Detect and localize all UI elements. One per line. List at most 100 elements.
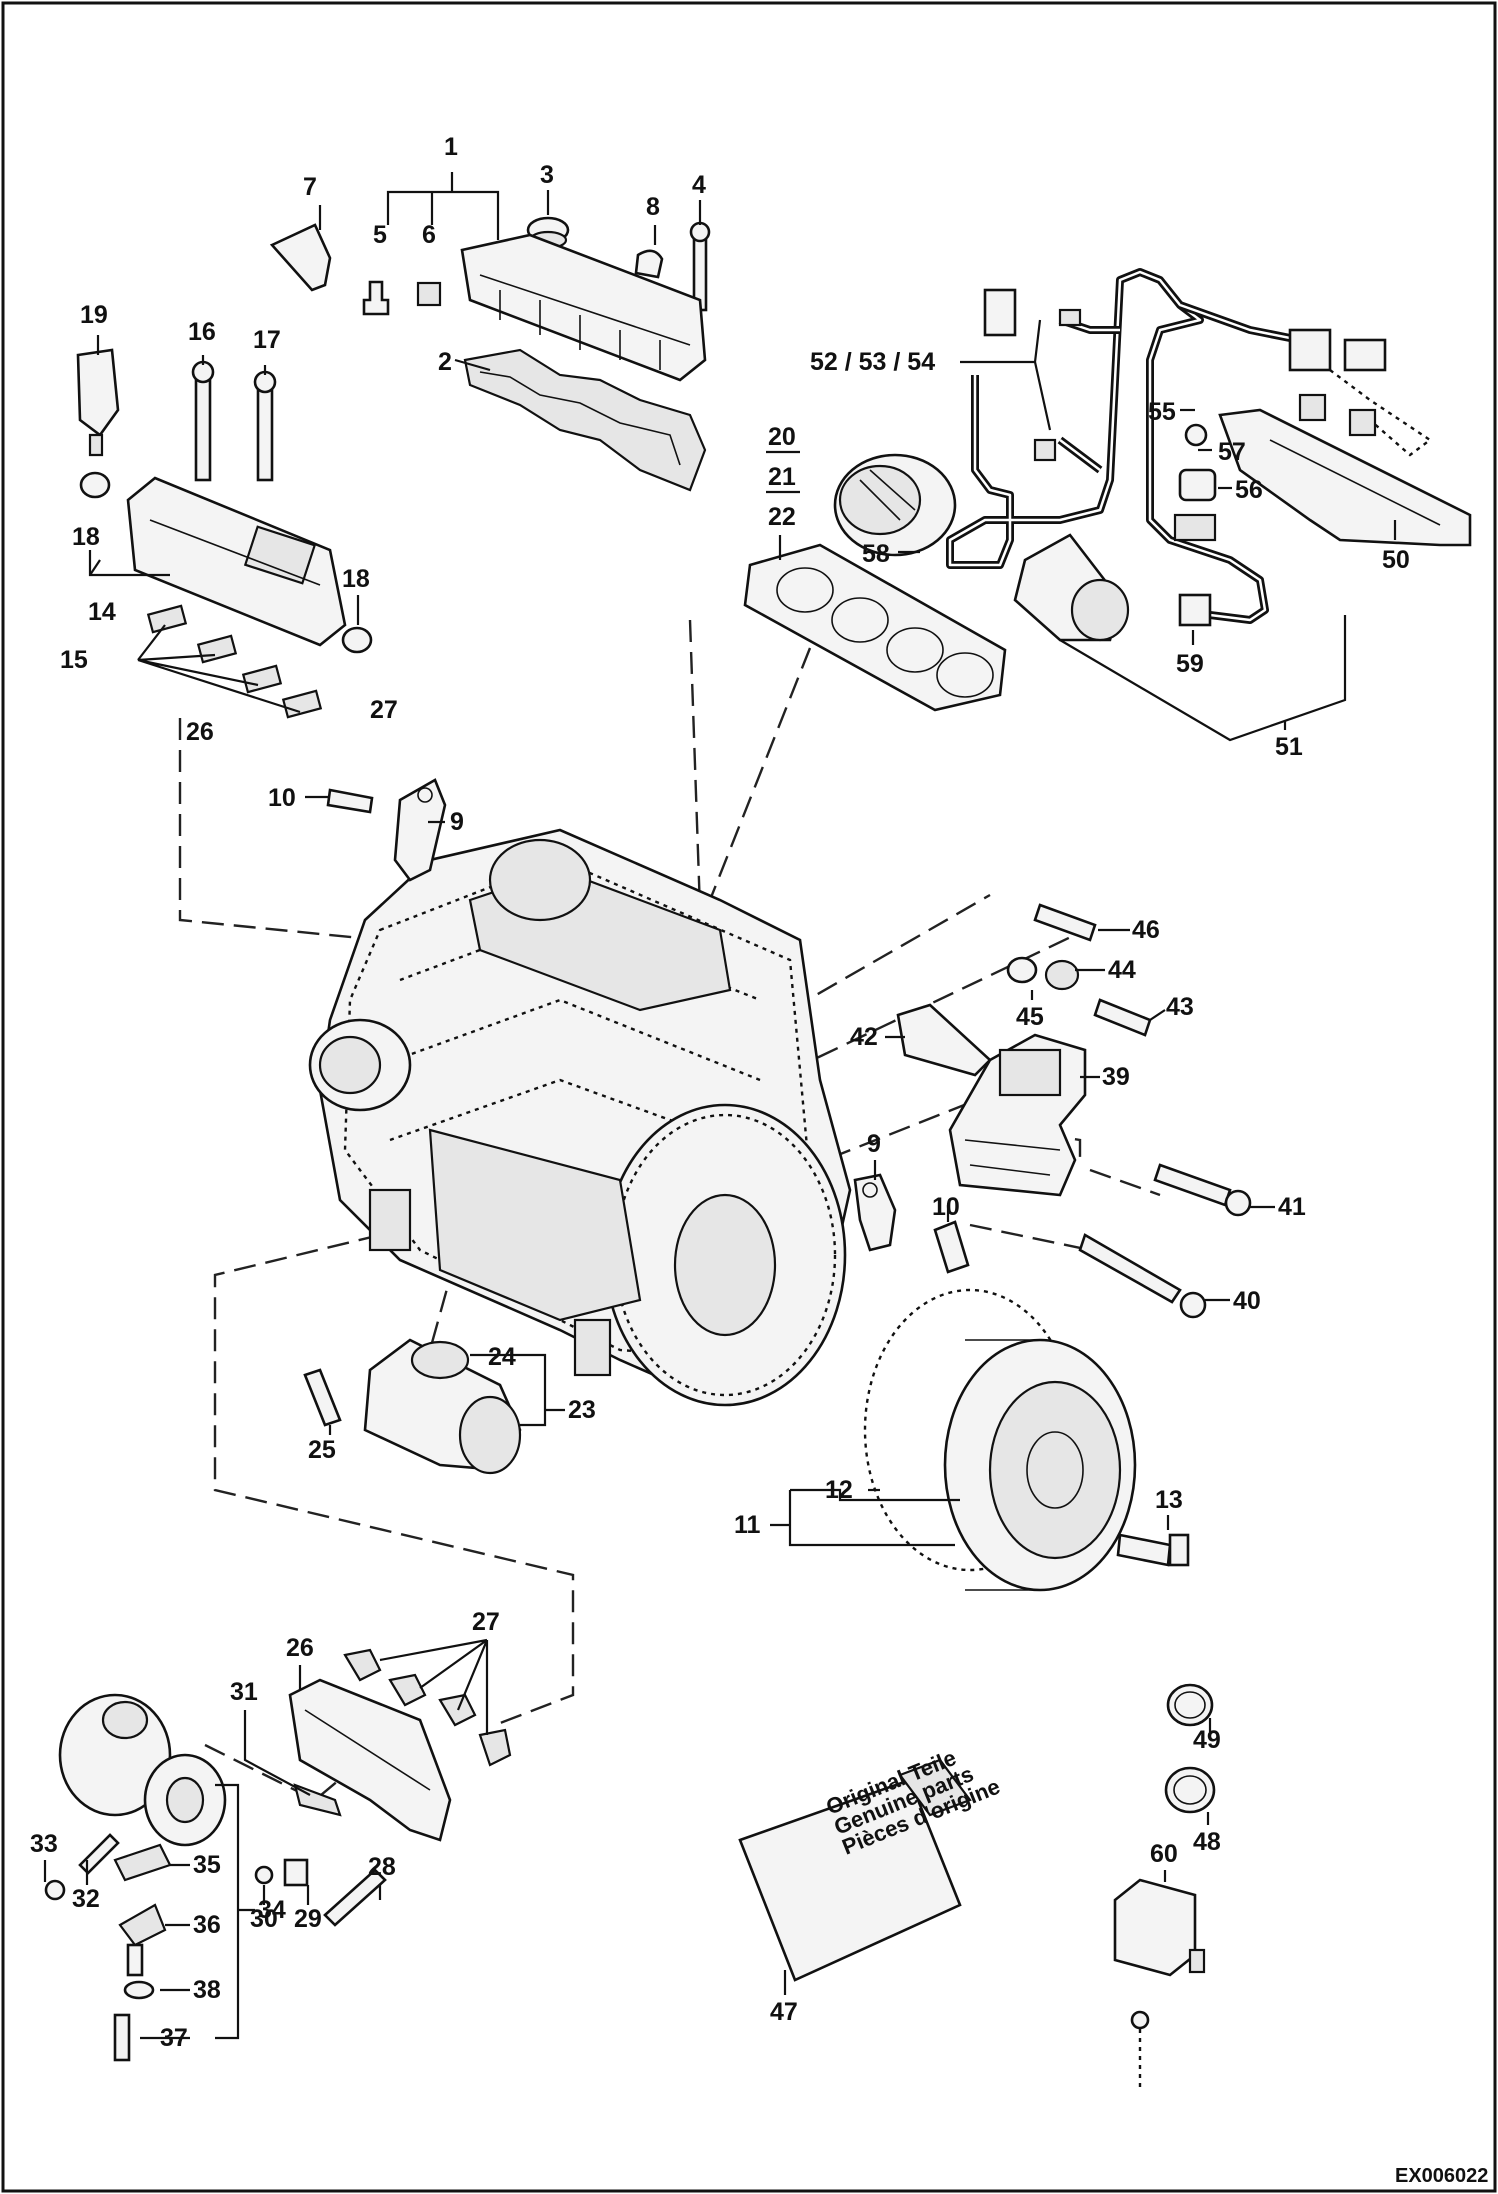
callout-9b: 9	[867, 1130, 881, 1158]
part-15-gasket-b	[196, 634, 238, 664]
part-16-bolt	[194, 368, 212, 482]
callout-48: 48	[1193, 1828, 1221, 1856]
wiring-harness-group	[833, 268, 1472, 642]
harness-connector-d	[1298, 393, 1327, 422]
callout-55: 55	[1148, 398, 1176, 426]
callout-26a: 26	[186, 718, 214, 746]
callout-29: 29	[294, 1905, 322, 1933]
callout-44: 44	[1108, 956, 1136, 984]
part-2-gasket	[463, 348, 707, 492]
callout-42: 42	[850, 1023, 878, 1051]
flywheel-group	[863, 1288, 1190, 1592]
callout-37: 37	[160, 2024, 188, 2052]
callout-27b: 27	[472, 1608, 500, 1636]
part-36-flange	[118, 1903, 167, 1947]
callout-35: 35	[193, 1851, 221, 1879]
callout-36: 36	[193, 1911, 221, 1939]
part-24-solenoid	[410, 1340, 470, 1380]
callout-38: 38	[193, 1976, 221, 2004]
part-58-alternator	[833, 453, 957, 557]
callout-labels: 1 3 4 7 8 5 6 2 19 16 17 18 18 14 15 27 …	[30, 133, 1488, 2187]
callout-13: 13	[1155, 1486, 1183, 1514]
callout-31: 31	[230, 1678, 258, 1706]
callout-46: 46	[1132, 916, 1160, 944]
part-14-manifold	[126, 476, 347, 647]
callout-25: 25	[308, 1436, 336, 1464]
callout-18a: 18	[72, 523, 100, 551]
callout-32: 32	[72, 1885, 100, 1913]
part-56-shape	[1178, 468, 1217, 502]
callout-60: 60	[1150, 1840, 1178, 1868]
drawing-code: EX006022	[1395, 2165, 1488, 2187]
callout-34: 34	[258, 1896, 286, 1924]
part-6-shape	[416, 281, 442, 307]
callout-45: 45	[1016, 1003, 1044, 1031]
starter-group	[303, 1338, 522, 1475]
part-49-clamp	[1166, 1683, 1214, 1727]
callout-23: 23	[568, 1396, 596, 1424]
callout-51: 51	[1275, 733, 1303, 761]
callout-41: 41	[1278, 1193, 1306, 1221]
part-18-washer-b	[341, 626, 373, 654]
callout-10b: 10	[932, 1193, 960, 1221]
part-57-sensor	[1184, 423, 1208, 447]
part-44-shape	[1044, 959, 1080, 991]
rocker-cover-group	[269, 216, 711, 492]
callout-49: 49	[1193, 1726, 1221, 1754]
callout-59: 59	[1176, 650, 1204, 678]
part-28-stud	[323, 1868, 387, 1927]
harness-connector-b	[1288, 328, 1332, 372]
callout-17: 17	[253, 326, 281, 354]
engine-block	[308, 828, 852, 1407]
callout-30: 30	[250, 1905, 278, 1933]
callout-15: 15	[60, 646, 88, 674]
callout-39: 39	[1102, 1063, 1130, 1091]
part-9-bracket-a	[393, 778, 447, 882]
hose-clamps	[1164, 1683, 1216, 1814]
part-27-gasket-c	[438, 1693, 477, 1727]
callout-28: 28	[368, 1853, 396, 1881]
callout-50: 50	[1382, 546, 1410, 574]
callout-16: 16	[188, 318, 216, 346]
intake-manifold-group	[76, 348, 373, 719]
callout-4: 4	[692, 171, 706, 199]
callout-58: 58	[862, 540, 890, 568]
part-7-shape	[269, 223, 332, 292]
callout-1: 1	[444, 133, 458, 161]
callout-3: 3	[540, 161, 554, 189]
part-13-bolt	[1116, 1533, 1172, 1567]
callout-5: 5	[373, 221, 387, 249]
callout-9a: 9	[450, 808, 464, 836]
part-45-ring	[1006, 956, 1038, 984]
part-15-gasket-a	[146, 604, 188, 634]
callout-33: 33	[30, 1830, 58, 1858]
callout-40: 40	[1233, 1287, 1261, 1315]
part-25-bolt	[303, 1368, 342, 1427]
part-5-shape	[362, 280, 390, 316]
part-37-bolt	[113, 2013, 131, 2062]
part-46-sensor	[1033, 903, 1097, 942]
callout-56: 56	[1235, 476, 1263, 504]
head-gasket-group	[743, 543, 1007, 712]
part-27-gasket-d	[478, 1728, 512, 1767]
part-33-nut	[44, 1879, 66, 1901]
part-27-gasket-b	[388, 1673, 427, 1707]
part-10-bolt-a	[326, 788, 374, 814]
part-8-shape	[634, 249, 664, 279]
callout-20: 20	[768, 423, 796, 451]
callout-26b: 26	[286, 1634, 314, 1662]
part-40-bolt	[1078, 1233, 1182, 1304]
callout-27a: 27	[370, 696, 398, 724]
callout-2: 2	[438, 348, 452, 376]
harness-connector-e	[1348, 408, 1377, 437]
part-47-parts-book: Original Teile Genuine parts Pièces d'or…	[738, 1745, 1004, 1982]
part-19-shape	[76, 348, 120, 437]
callout-22: 22	[768, 503, 796, 531]
head-gasket-shape	[743, 543, 1007, 712]
part-41-bolt	[1153, 1163, 1232, 1207]
callout-11: 11	[734, 1511, 761, 1539]
part-15-gasket-c	[241, 664, 283, 694]
part-18-washer-a	[79, 471, 111, 499]
